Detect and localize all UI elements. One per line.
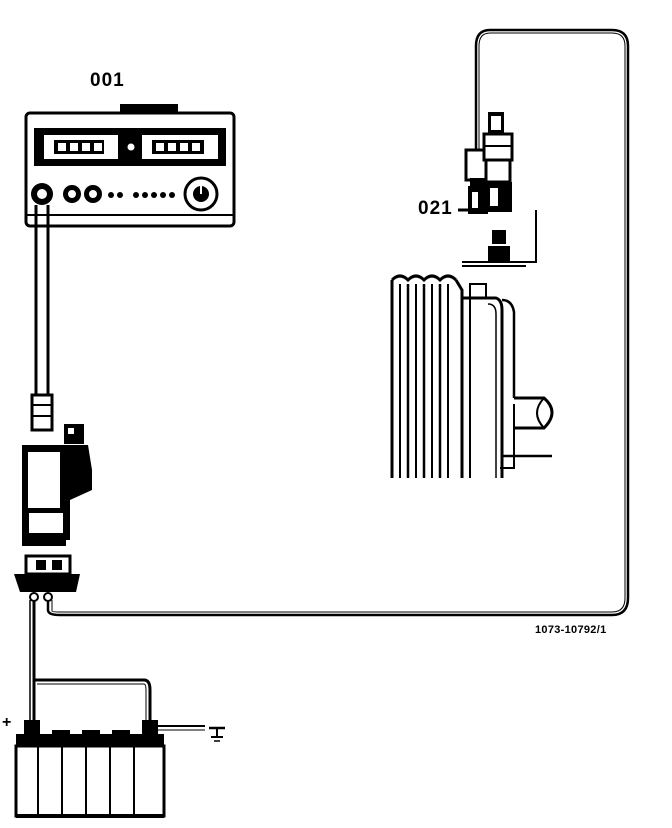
- hub: [462, 283, 516, 478]
- ground-lead: [158, 725, 205, 731]
- sensor-wire: [46, 28, 630, 617]
- test-cable: [30, 205, 54, 432]
- positive-terminal: [24, 720, 40, 734]
- tester-unit: [24, 104, 236, 228]
- sensor-label: 021: [418, 198, 453, 219]
- crankshaft: [500, 396, 554, 469]
- engine-detail: [390, 210, 554, 478]
- battery: [14, 720, 166, 818]
- right-display: [142, 135, 218, 159]
- indicator-dots: [108, 192, 175, 198]
- sensor-021: [458, 112, 514, 214]
- left-display: [44, 135, 118, 159]
- battery-wires: [29, 600, 152, 722]
- tester-label: 001: [90, 70, 125, 91]
- inline-socket: [14, 554, 80, 602]
- pulley: [390, 274, 464, 478]
- positive-label: +: [2, 714, 12, 731]
- figure-code: 1073-10792/1: [535, 624, 607, 636]
- adapter-plug: [22, 424, 92, 546]
- negative-terminal: [142, 720, 158, 734]
- ground-icon: [209, 726, 225, 742]
